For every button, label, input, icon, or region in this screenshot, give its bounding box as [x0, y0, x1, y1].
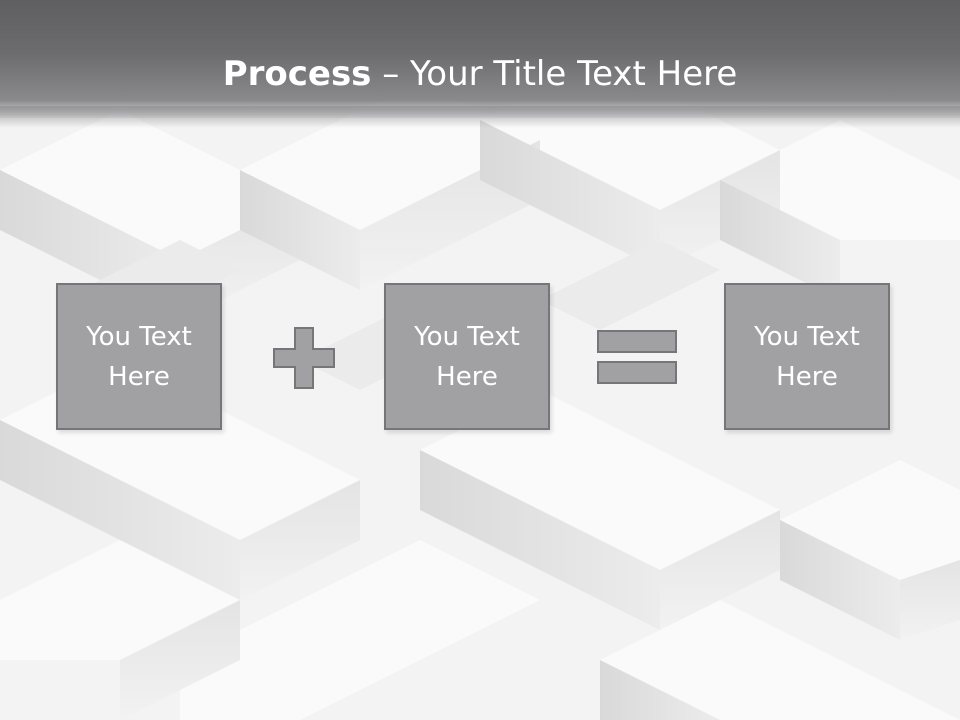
- process-box-3-text: You Text Here: [754, 321, 860, 392]
- plus-icon: [273, 327, 335, 389]
- slide-title-bold: Process: [222, 54, 372, 94]
- process-box-2-text: You Text Here: [414, 321, 520, 392]
- equals-icon: [597, 330, 677, 384]
- slide-title-rest: – Your Title Text Here: [371, 54, 738, 94]
- slide-title: Process – Your Title Text Here: [0, 52, 960, 96]
- title-bar: [0, 0, 960, 118]
- process-box-3[interactable]: You Text Here: [724, 283, 890, 430]
- process-box-2[interactable]: You Text Here: [384, 283, 550, 430]
- title-bar-fade: [0, 106, 960, 128]
- process-box-1[interactable]: You Text Here: [56, 283, 222, 430]
- process-box-1-text: You Text Here: [86, 321, 192, 392]
